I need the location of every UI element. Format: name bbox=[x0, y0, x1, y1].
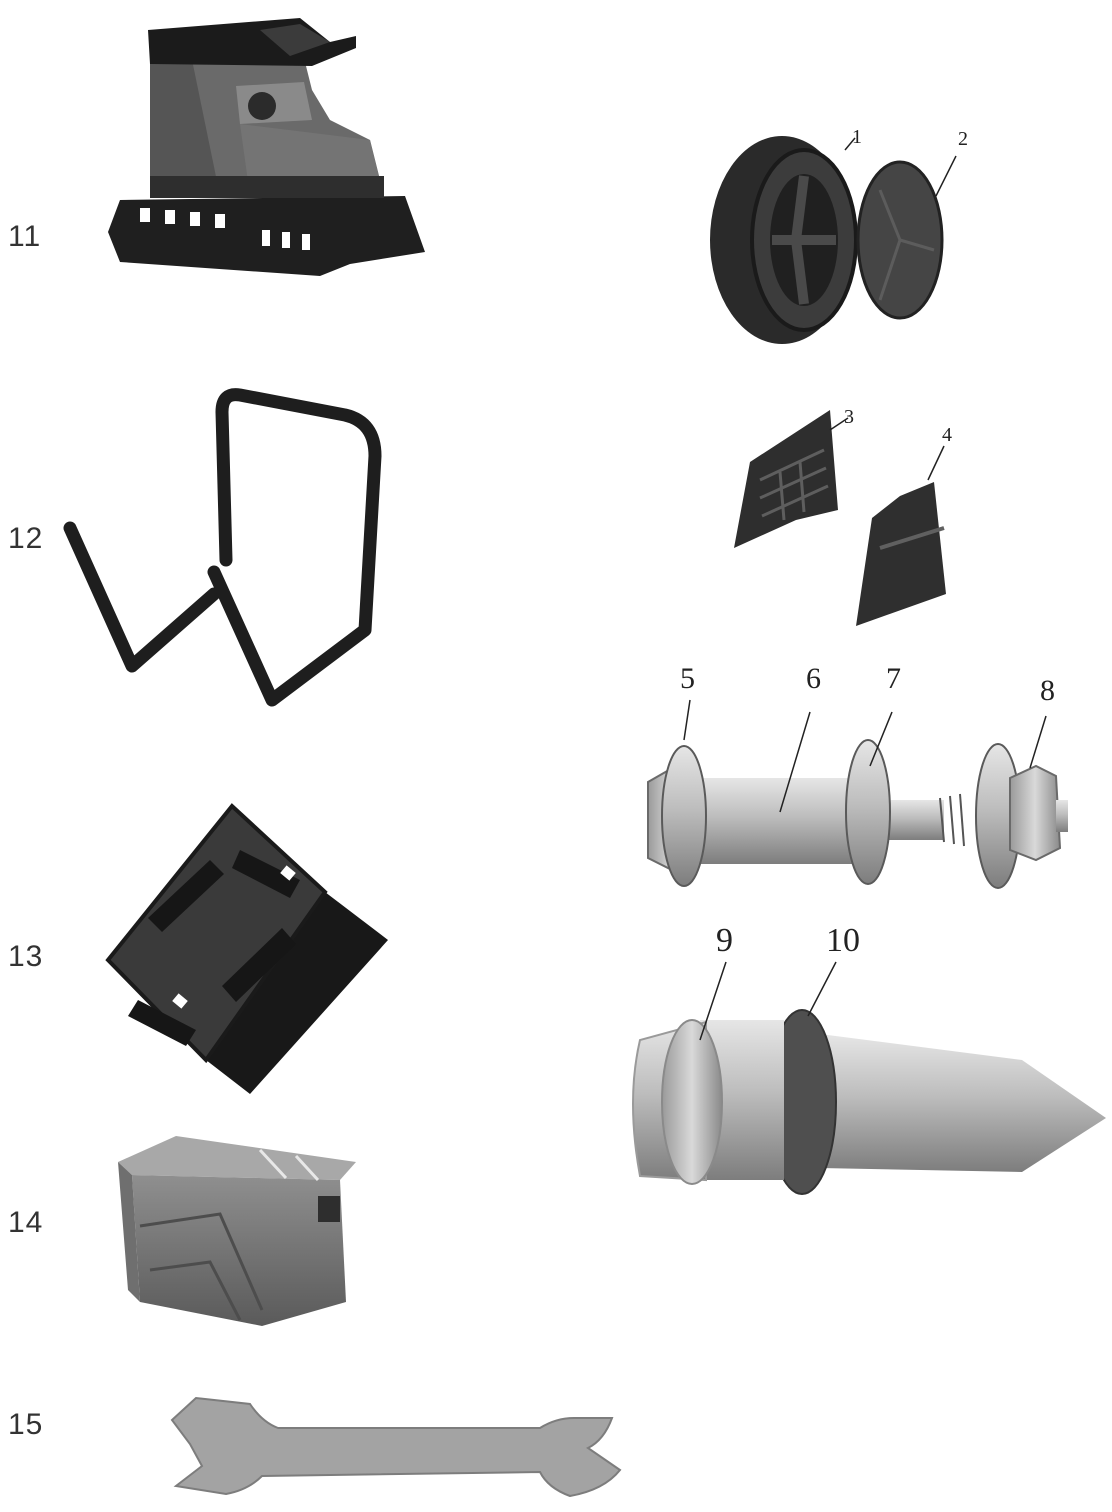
foot-pad-icon bbox=[105, 803, 388, 1094]
callout-7: 7 bbox=[886, 662, 901, 695]
clip-left-icon bbox=[734, 410, 849, 548]
callout-11: 11 bbox=[8, 220, 42, 253]
pointed-pin-icon bbox=[632, 961, 1106, 1195]
wheel-cap-icon bbox=[856, 155, 957, 320]
callout-10: 10 bbox=[826, 922, 860, 959]
callout-8: 8 bbox=[1040, 674, 1055, 707]
callout-5: 5 bbox=[680, 662, 695, 695]
callout-4: 4 bbox=[942, 424, 952, 446]
callout-6: 6 bbox=[806, 662, 821, 695]
callout-2: 2 bbox=[958, 128, 968, 150]
callout-14: 14 bbox=[8, 1206, 44, 1239]
callout-1: 1 bbox=[852, 126, 862, 148]
callout-3: 3 bbox=[844, 406, 854, 428]
callout-13: 13 bbox=[8, 940, 44, 973]
callout-9: 9 bbox=[716, 922, 733, 959]
axle-bolt-assembly-icon bbox=[647, 699, 1068, 889]
callout-15: 15 bbox=[8, 1408, 44, 1441]
clip-right-icon bbox=[856, 445, 946, 626]
wheel-icon bbox=[710, 136, 858, 344]
motor-housing-icon bbox=[108, 18, 425, 276]
wrench-icon bbox=[170, 1396, 622, 1498]
storage-box-icon bbox=[118, 1136, 356, 1326]
handle-frame-icon bbox=[63, 388, 382, 707]
callout-12: 12 bbox=[8, 522, 44, 555]
